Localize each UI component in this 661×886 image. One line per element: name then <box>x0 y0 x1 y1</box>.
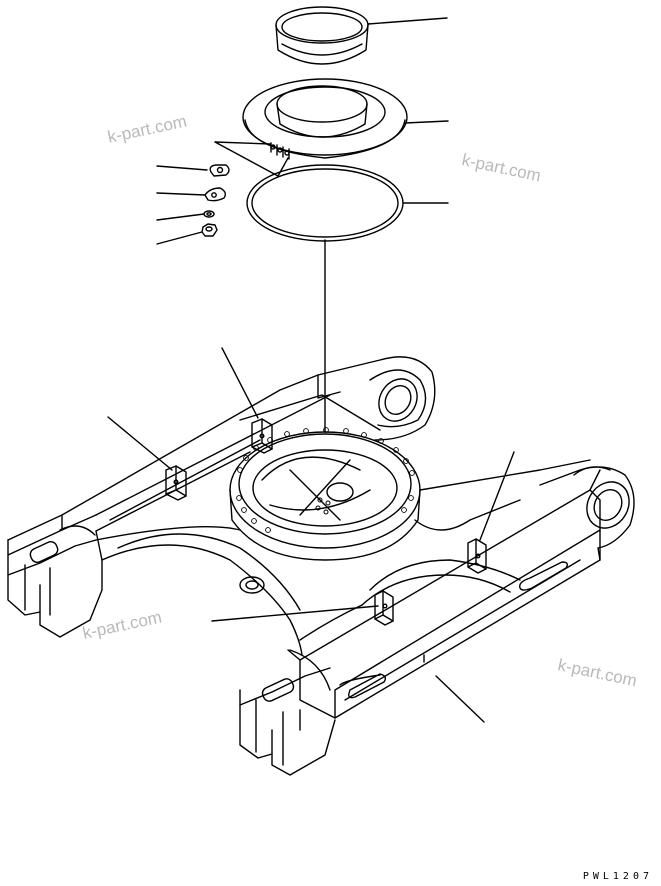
leader-line-nut <box>156 231 203 245</box>
lock-plate-part <box>204 187 227 202</box>
o-ring-part <box>246 164 404 242</box>
track-guard-bracket <box>467 538 487 574</box>
track-guard-bracket <box>251 418 273 454</box>
leader-line-bracket-upper <box>221 347 259 419</box>
leader-line-seal-ring <box>367 17 448 25</box>
seal-ring-part <box>275 6 369 65</box>
leader-line-bracket-right <box>479 451 515 541</box>
bolt-cluster-part <box>270 142 290 160</box>
track-guard-bracket <box>165 465 187 501</box>
leader-line-lock-plate <box>156 192 206 196</box>
track-frame-part <box>7 356 635 776</box>
drawing-code-label: PWL1207 <box>582 871 653 882</box>
washer-part <box>203 210 215 218</box>
track-guard-bracket <box>374 590 394 626</box>
leader-line-washer <box>156 213 205 221</box>
leader-line-bracket-lower <box>211 605 379 622</box>
ring-bolt-holes <box>236 427 415 533</box>
outer-race-part <box>242 78 408 159</box>
leader-line-outer-race <box>404 120 449 124</box>
bolt-leader-bracket <box>214 141 289 177</box>
leader-line-bracket-left <box>107 416 173 471</box>
leader-line-stopper <box>156 165 208 171</box>
nut-part <box>201 223 218 237</box>
leader-line-track-frame <box>435 675 485 723</box>
stopper-plate-part <box>209 164 230 177</box>
